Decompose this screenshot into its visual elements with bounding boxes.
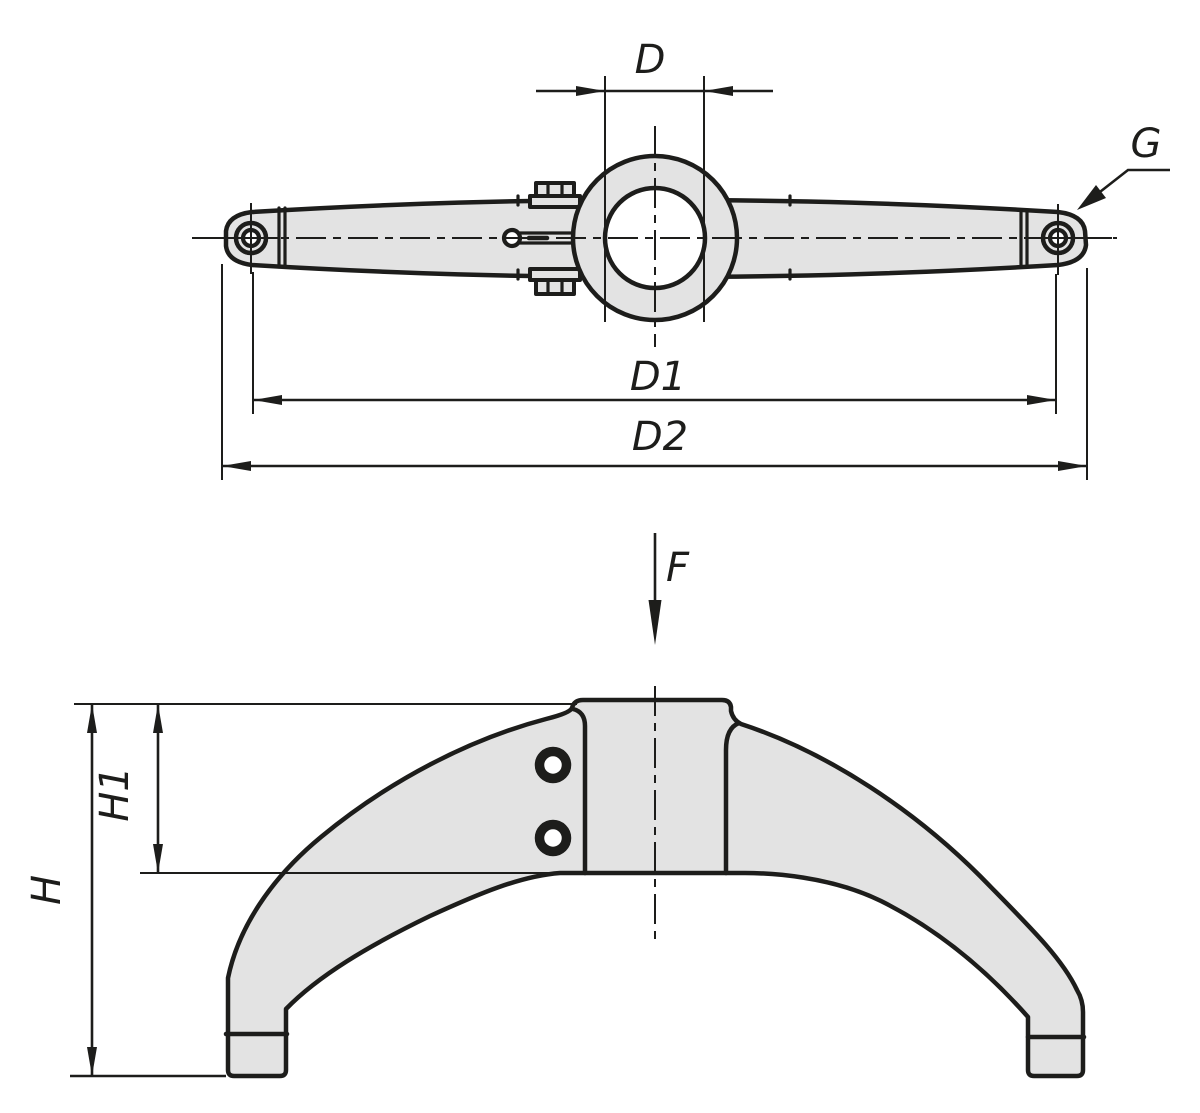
bolt-head-bottom [534,278,576,296]
dim-d-extension-lines [604,76,705,322]
force-label: F [666,545,690,591]
g-label: G [1131,121,1162,167]
front-bolt-hole-lower [534,819,572,857]
front-view: F H H1 [24,533,1087,1079]
thread-callout-g: G [1077,121,1170,210]
clamp-bolt-top [528,181,582,209]
dim-d-arrow-right [704,86,733,96]
dim-d1-arrow-right [1027,395,1056,405]
force-arrowhead [648,600,662,645]
eyelet-left-crosshair [196,203,280,274]
dim-h-label: H [24,875,70,905]
dim-h: H [24,704,97,1076]
dim-h1-arrow-bottom [153,844,163,873]
dim-d2-arrow-right [1058,461,1087,471]
dim-d2: D2 [221,264,1088,480]
dim-d1-extension-lines [252,272,1057,414]
clamp-bolt-bottom [528,267,582,296]
front-bolt-hole-upper [534,746,572,784]
boss-left-edge [570,706,588,876]
dim-d2-extension-lines [221,264,1088,480]
dim-d1: D1 [252,272,1057,414]
bolt-flange-top [528,194,582,209]
dim-h1-arrow-top [153,704,163,733]
dim-d-label: D [635,37,666,83]
dim-h-arrow-top [87,704,97,733]
dim-d1-arrow-left [253,395,282,405]
arch-outline [225,697,1086,1079]
eyelet-right-crosshair [1030,204,1112,275]
dim-d2-label: D2 [632,414,688,460]
top-view: D D1 D2 G [192,37,1170,480]
boss-right-edge [723,720,742,876]
arm-transition-ticks [516,194,792,281]
dim-d2-arrow-left [222,461,251,471]
dim-h-arrow-bottom [87,1047,97,1076]
dim-d-arrow-left [576,86,605,96]
dim-h1: H1 [92,704,163,873]
bolt-head-bottom-facets [546,278,564,296]
dim-h1-label: H1 [92,766,138,822]
g-leader-arrow [1077,185,1106,210]
dim-d1-label: D1 [630,354,686,400]
dim-d: D [536,37,773,322]
bolt-head-top-facets [546,181,564,198]
force-arrow-f: F [648,533,690,645]
